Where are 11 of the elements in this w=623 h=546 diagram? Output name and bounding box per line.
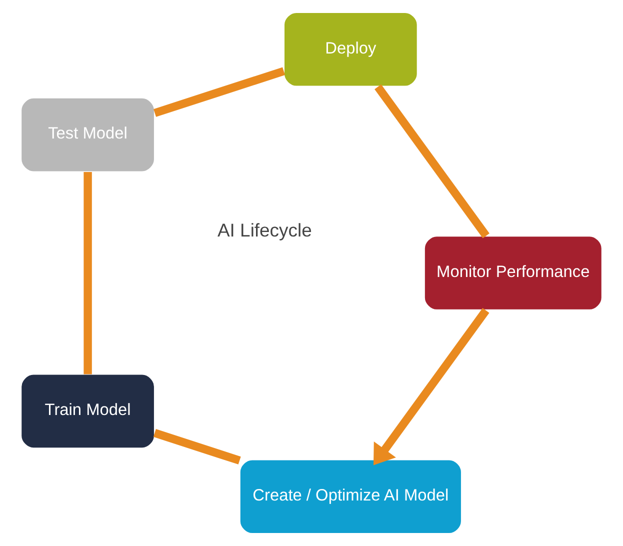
node-box: Create / Optimize AI Model bbox=[239, 459, 462, 534]
node-box: Train Model bbox=[20, 374, 155, 449]
node-box: Monitor Performance bbox=[424, 236, 602, 310]
arrow bbox=[373, 308, 490, 466]
connector bbox=[153, 429, 241, 464]
connector bbox=[154, 67, 286, 117]
connector bbox=[84, 172, 92, 374]
label: AI Lifecycle bbox=[217, 219, 312, 240]
node-box: Deploy bbox=[283, 12, 418, 87]
connector bbox=[374, 84, 490, 238]
node-box: Test Model bbox=[20, 97, 155, 172]
